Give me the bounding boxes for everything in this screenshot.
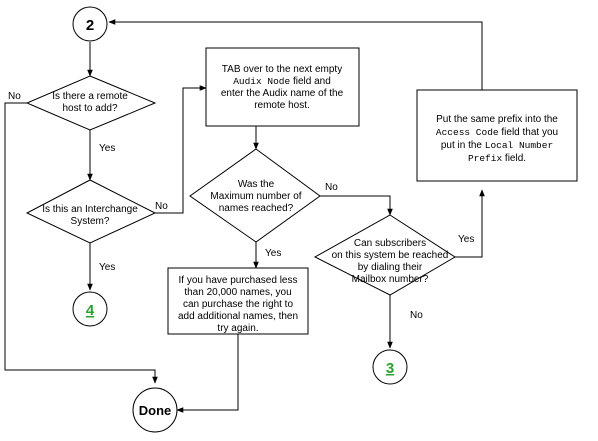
connector-2: 2 [72, 6, 108, 42]
connector-3-link[interactable]: 3 [386, 360, 394, 377]
edge-reach-yes [455, 189, 485, 258]
decision-max-names-line2: Maximum number of [210, 191, 301, 202]
label-reach-yes: Yes [458, 234, 474, 245]
edge-interchange-no [155, 85, 207, 214]
decision-interchange: Is this an Interchange System? [25, 179, 157, 244]
edge-prefix-to-start [108, 19, 483, 90]
decision-max-names: Was the Maximum number of names reached? [189, 148, 321, 243]
box-tab-over-line3: enter the Audix name of the [221, 88, 344, 99]
label-max-yes: Yes [265, 248, 281, 259]
field-local-number: Local Number [485, 140, 553, 151]
box-tab-over-line1: TAB over to the next empty [222, 64, 342, 75]
box-purchase-line1: If you have purchased less [179, 275, 298, 286]
decision-reachable-line1: Can subscribers [354, 238, 426, 249]
decision-max-names-line3: names reached? [219, 203, 294, 214]
edge-max-no [320, 195, 393, 216]
decision-reachable: Can subscribers on this system be reache… [313, 214, 456, 296]
box-prefix: Put the same prefix into the Access Code… [416, 89, 578, 182]
box-prefix-line1: Put the same prefix into the [436, 114, 558, 125]
label-remote-yes: Yes [99, 143, 115, 154]
decision-reachable-line2: on this system be reached [332, 250, 449, 261]
decision-interchange-line2: System? [71, 216, 110, 227]
connector-2-label: 2 [86, 17, 94, 34]
box-purchase-line5: try again. [217, 323, 258, 334]
decision-remote-host-line1: Is there a remote [52, 91, 128, 102]
connector-4-link[interactable]: 4 [86, 302, 95, 319]
decision-remote-host: Is there a remote host to add? [25, 75, 157, 131]
box-purchase: If you have purchased less than 20,000 n… [167, 267, 309, 335]
connector-3[interactable]: 3 [372, 349, 408, 385]
edge-purchase-to-done [176, 334, 239, 413]
field-audix-node: Audix Node [233, 76, 290, 87]
done-label: Done [139, 403, 172, 418]
connector-4[interactable]: 4 [72, 291, 108, 327]
box-prefix-line4: Prefix field. [468, 153, 526, 164]
label-reach-no: No [410, 310, 423, 321]
decision-interchange-line1: Is this an Interchange [42, 204, 138, 215]
box-prefix-line3: put in the Local Number [441, 140, 553, 151]
field-access-code: Access Code [436, 127, 499, 138]
decision-remote-host-line2: host to add? [62, 103, 117, 114]
label-max-no: No [325, 182, 338, 193]
box-tab-over-line2: Audix Node field and [233, 76, 331, 87]
decision-reachable-line4: Mailbox number? [352, 274, 429, 285]
decision-reachable-line3: by dialing their [358, 262, 423, 273]
edge-remote-no [4, 102, 158, 384]
box-prefix-line2: Access Code field that you [436, 127, 558, 138]
box-tab-over-line4: remote host. [254, 100, 310, 111]
decision-max-names-line1: Was the [238, 179, 275, 190]
done-terminal: Done [132, 387, 178, 433]
label-remote-no: No [8, 91, 21, 102]
box-purchase-line4: add additional names, then [178, 311, 298, 322]
box-purchase-line3: can purchase the right to [183, 299, 294, 310]
field-prefix: Prefix [468, 153, 503, 164]
box-purchase-line2: than 20,000 names, you [184, 287, 291, 298]
label-interchange-yes: Yes [99, 262, 115, 273]
label-interchange-no: No [155, 201, 168, 212]
box-tab-over: TAB over to the next empty Audix Node fi… [205, 47, 360, 127]
